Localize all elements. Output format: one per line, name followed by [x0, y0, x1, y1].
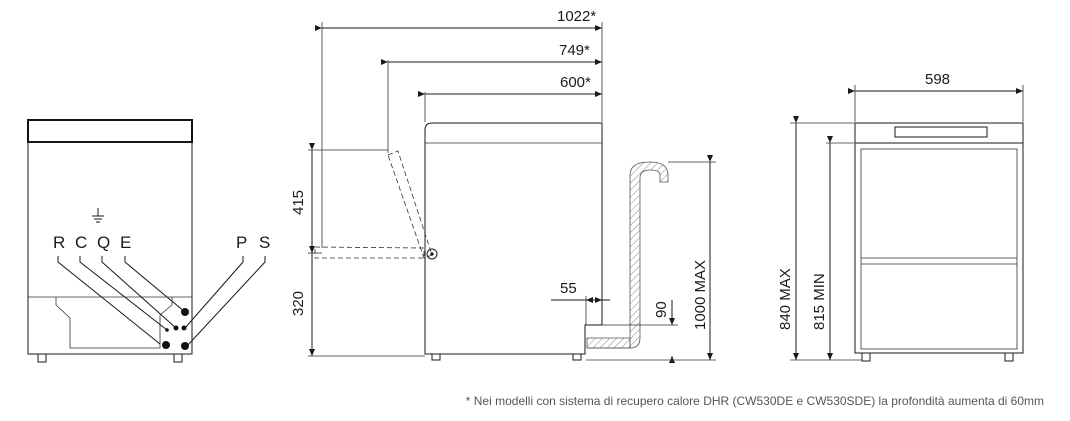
- connection-label-s: S: [259, 233, 270, 252]
- connection-label-p: P: [236, 233, 247, 252]
- control-panel-display: [894, 126, 988, 138]
- connection-label-e: E: [120, 233, 131, 252]
- connection-label-c: C: [75, 233, 87, 252]
- dim-height-1000: 1000 MAX: [692, 260, 709, 330]
- dim-depth-body: 600*: [560, 74, 591, 91]
- dim-height-840: 840 MAX: [777, 268, 794, 330]
- dim-height-815: 815 MIN: [811, 273, 828, 330]
- back-view: R C Q E P S: [27, 119, 270, 363]
- dim-height-320: 320: [290, 291, 307, 316]
- earth-icon: [92, 208, 104, 223]
- front-view: 598 840 MAX 815 MIN: [777, 71, 1024, 362]
- connection-s-dot: [181, 342, 189, 350]
- open-door-outline: [314, 150, 438, 260]
- dim-depth-total: 1022*: [557, 8, 596, 25]
- foot-right: [173, 353, 183, 363]
- dim-width: 598: [925, 71, 950, 88]
- connection-label-q: Q: [97, 233, 110, 252]
- footnote: * Nei modelli con sistema di recupero ca…: [466, 394, 1044, 408]
- connection-e-dot: [181, 308, 189, 316]
- dim-height-door: 415: [290, 190, 307, 215]
- foot-left: [37, 353, 47, 363]
- dim-offset-90: 90: [653, 301, 670, 318]
- dim-offset-55: 55: [560, 280, 577, 297]
- dim-depth-door: 749*: [559, 42, 590, 59]
- connection-r-dot: [162, 341, 170, 349]
- connection-label-r: R: [53, 233, 65, 252]
- drain-pipe: [586, 161, 669, 349]
- side-view: 1022* 749* 600* 415 320 55 90 1000: [290, 8, 716, 363]
